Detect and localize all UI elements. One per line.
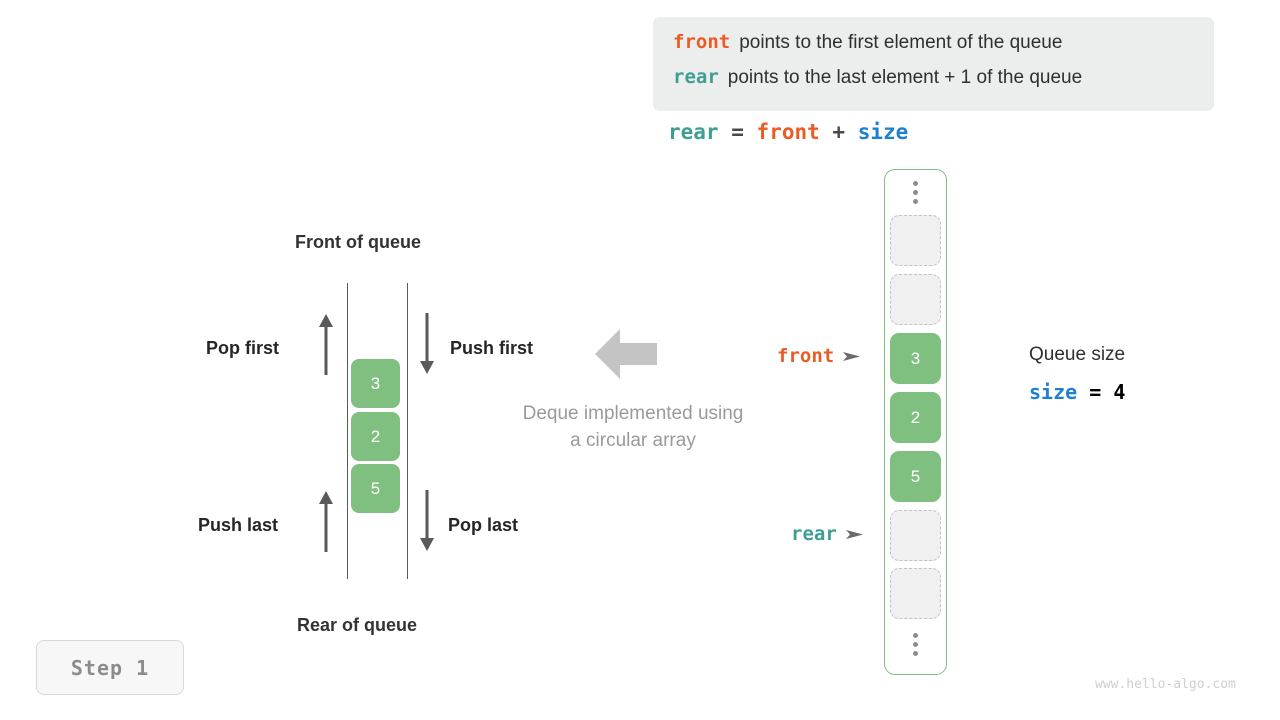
array-ellipsis-bottom (911, 633, 919, 656)
push-last-arrow-icon (319, 491, 333, 552)
front-pointer-caret-icon (843, 351, 861, 361)
pop-first-arrow-icon (319, 314, 333, 375)
pop-last-arrow-icon (420, 490, 434, 551)
formula-plus: + (832, 120, 846, 144)
deque-caption: Deque implemented using a circular array (493, 400, 773, 454)
deque-cell: 5 (351, 464, 400, 513)
front-pointer-text: front (777, 345, 835, 367)
pop-first-label: Pop first (206, 338, 280, 358)
push-first-label: Push first (450, 338, 534, 358)
rear-pointer-text: rear (791, 523, 837, 545)
step-badge: Step 1 (36, 640, 184, 695)
legend-keyword-front: front (673, 31, 731, 53)
deque-caption-line1: Deque implemented using (522, 403, 744, 424)
left-block-arrow-icon (595, 329, 657, 379)
push-last-label: Push last (198, 515, 279, 535)
queue-size-expression: size = 4 (1029, 380, 1125, 404)
deque-caption-line2: a circular array (570, 430, 696, 451)
queue-size-value: 4 (1113, 380, 1126, 404)
array-cell-filled: 2 (890, 392, 941, 443)
queue-size-equals: = (1089, 380, 1102, 404)
formula-lhs: rear (668, 120, 719, 144)
array-cell-empty (890, 510, 941, 561)
legend-text-rear: points to the last element + 1 of the qu… (727, 67, 1083, 88)
formula-rhs-front: front (756, 120, 820, 144)
queue-size-var: size (1029, 380, 1078, 404)
deque-cell: 3 (351, 359, 400, 408)
rear-of-queue-label: Rear of queue (297, 615, 418, 635)
rear-pointer-label: rear (791, 523, 863, 545)
pop-last-label: Pop last (448, 515, 519, 535)
array-cell-empty (890, 215, 941, 266)
legend-text-front: points to the first element of the queue (739, 32, 1063, 53)
deque-cell: 2 (351, 412, 400, 461)
rear-pointer-caret-icon (845, 529, 863, 539)
legend-keyword-rear: rear (673, 66, 719, 88)
array-cell-empty (890, 568, 941, 619)
front-of-queue-label: Front of queue (295, 232, 421, 252)
front-pointer-label: front (777, 345, 861, 367)
array-ellipsis-top (911, 181, 919, 204)
array-cell-filled: 3 (890, 333, 941, 384)
push-first-arrow-icon (420, 313, 434, 374)
deque-rail-right (407, 283, 408, 579)
legend-line-front: front points to the first element of the… (673, 31, 1194, 66)
legend-line-rear: rear points to the last element + 1 of t… (673, 66, 1194, 101)
queue-size-title: Queue size (1029, 344, 1126, 365)
formula-equals: = (731, 120, 744, 144)
watermark: www.hello-algo.com (1095, 677, 1236, 692)
array-cell-filled: 5 (890, 451, 941, 502)
legend-box: front points to the first element of the… (653, 17, 1214, 111)
deque-rail-left (347, 283, 348, 579)
formula-rhs-size: size (857, 120, 909, 144)
array-cell-empty (890, 274, 941, 325)
formula-rear-equals-front-plus-size: rear = front + size (668, 120, 908, 144)
